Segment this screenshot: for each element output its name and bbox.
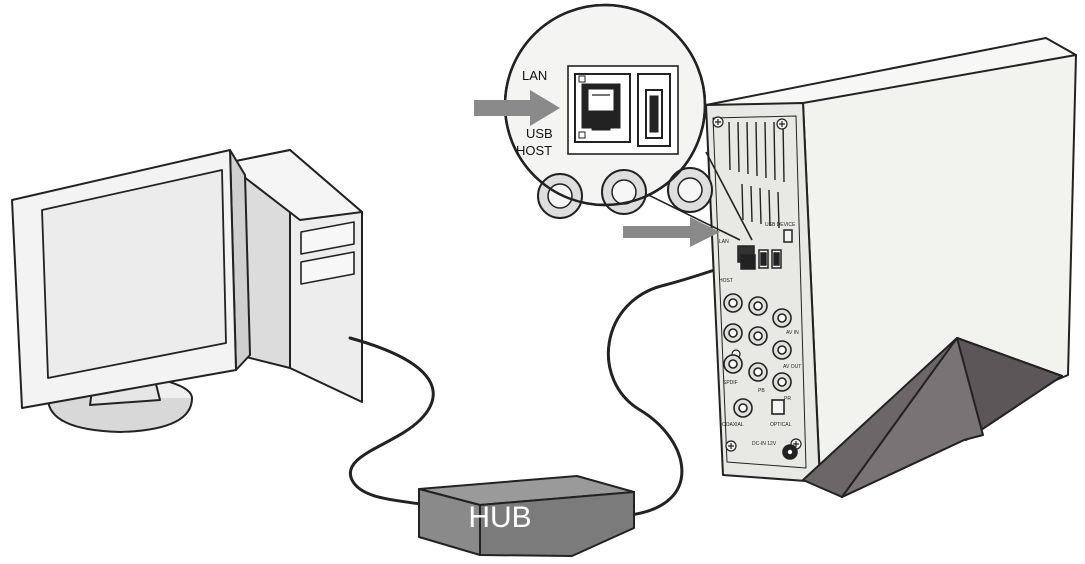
panel-label-host: HOST xyxy=(719,278,733,284)
monitor xyxy=(11,149,251,433)
arrow-icon xyxy=(474,90,560,126)
panel-label-coaxial: COAXIAL xyxy=(722,422,744,428)
callout-label-lan: LAN xyxy=(522,68,547,83)
network-hub xyxy=(418,475,635,557)
ethernet-cables xyxy=(348,260,747,517)
device-stand xyxy=(802,337,1063,498)
callout-label-usb: USB xyxy=(526,126,553,141)
zoom-callout xyxy=(503,3,753,241)
panel-label-av-out: AV OUT xyxy=(783,364,801,370)
panel-label-dc-in: DC-IN 12V xyxy=(752,441,777,447)
panel-label-pb: PB xyxy=(758,388,765,394)
optical-port xyxy=(771,399,785,415)
rca-jacks xyxy=(723,293,798,460)
callout-label-host: HOST xyxy=(516,143,552,158)
arrow-icon xyxy=(623,217,720,247)
panel-label-lan: LAN xyxy=(719,239,729,245)
device-io-ports xyxy=(737,229,793,270)
cable-pc-to-hub xyxy=(348,336,435,507)
panel-label-av-in: AV IN xyxy=(786,330,799,336)
panel-labels: LAN HOST USB DEVICE AV IN AV OUT SPDIF P… xyxy=(719,222,801,447)
hub-label: HUB xyxy=(468,501,531,534)
vent-slots xyxy=(728,121,785,229)
cable-hub-to-device xyxy=(606,260,747,517)
panel-label-usb-device: USB DEVICE xyxy=(765,222,796,228)
lan-plug xyxy=(740,254,756,270)
panel-label-optical: OPTICAL xyxy=(770,422,792,428)
panel-label-spdif: SPDIF xyxy=(723,380,738,386)
usb-device-port xyxy=(783,229,793,243)
panel-label-pr: PR xyxy=(784,396,791,402)
